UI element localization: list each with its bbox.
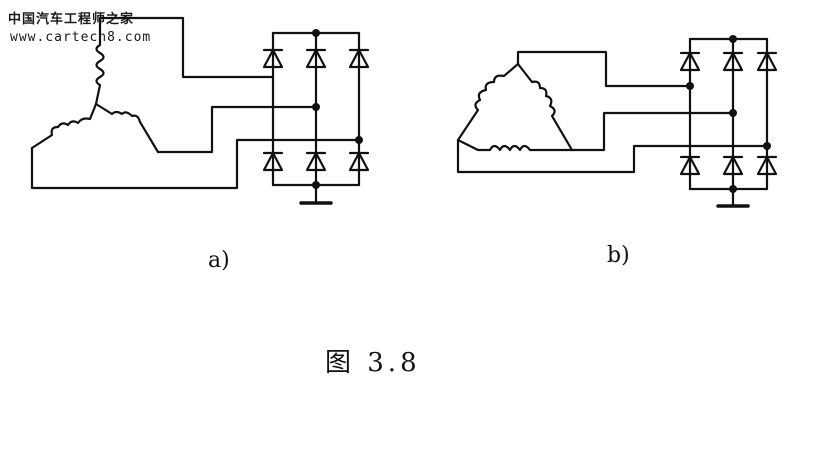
node-b-mid1 <box>686 82 694 90</box>
winding-b-bottom <box>456 138 574 152</box>
lead-b-phase2 <box>570 111 735 152</box>
winding-b-left <box>456 62 520 142</box>
ground-b-symbol <box>716 187 750 208</box>
figure-caption: 图 3.8 <box>325 348 421 378</box>
diode-a-upper-3 <box>348 48 370 69</box>
diode-b-upper-1 <box>679 51 701 72</box>
lead-a-phase1 <box>98 16 275 79</box>
lead-b-phase1 <box>516 50 692 88</box>
diode-b-lower-3 <box>756 155 778 176</box>
diode-a-lower-2 <box>305 151 327 172</box>
diode-a-lower-3 <box>348 151 370 172</box>
diode-b-lower-2 <box>722 155 744 176</box>
diode-a-lower-1 <box>262 151 284 172</box>
winding-a-top <box>94 23 105 106</box>
watermark-url: www.cartech8.com <box>10 30 152 45</box>
diagram-b-label: b) <box>607 243 630 268</box>
node-a-mid3 <box>355 136 363 144</box>
watermark-site-name: 中国汽车工程师之家 <box>8 12 135 27</box>
lead-b-phase3 <box>456 138 769 174</box>
diode-b-upper-3 <box>756 51 778 72</box>
diagram-a-star-rectifier <box>30 16 370 205</box>
diode-a-upper-2 <box>305 48 327 69</box>
winding-a-left <box>30 102 98 150</box>
node-b-mid3 <box>763 142 771 150</box>
node-b-mid2 <box>729 109 737 117</box>
winding-b-right <box>516 62 574 152</box>
diode-a-upper-1 <box>262 48 284 69</box>
lead-a-phase3 <box>30 138 361 190</box>
diode-b-lower-1 <box>679 155 701 176</box>
ground-a-symbol <box>299 183 333 205</box>
lead-a-phase2 <box>156 105 318 154</box>
node-a-mid2 <box>312 103 320 111</box>
node-b-top <box>729 35 737 43</box>
winding-a-right <box>94 102 160 154</box>
diode-b-upper-2 <box>722 51 744 72</box>
node-a-top <box>312 29 320 37</box>
diagram-b-delta-rectifier <box>456 35 778 208</box>
diagram-a-label: a) <box>208 248 230 273</box>
